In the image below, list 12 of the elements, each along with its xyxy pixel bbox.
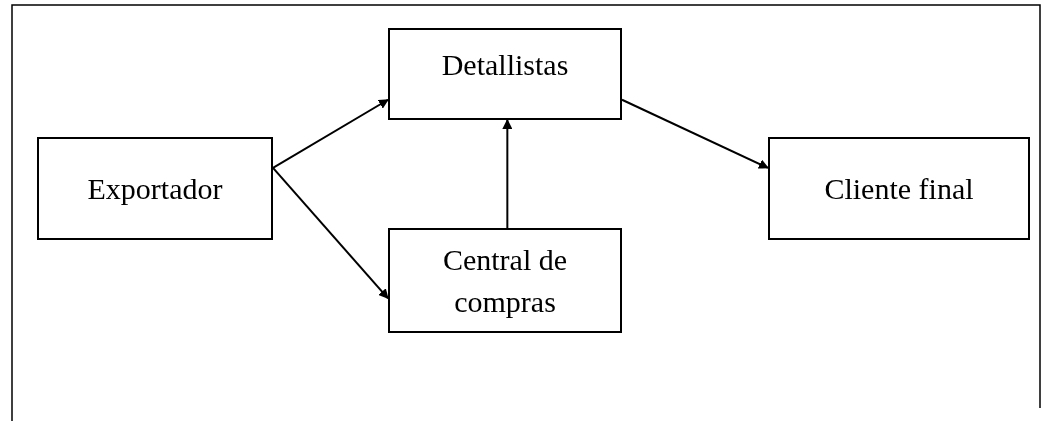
process-box — [768, 137, 1030, 240]
arrow — [502, 119, 513, 229]
process-box — [37, 137, 273, 240]
box-label: Cliente final — [823, 170, 975, 207]
process-box — [388, 228, 622, 333]
box-label: Central de compras — [441, 241, 569, 320]
box-label: Detallistas — [440, 47, 570, 83]
arrow — [621, 98, 769, 169]
process-box — [388, 28, 622, 120]
arrow — [272, 166, 389, 300]
arrow — [272, 98, 389, 169]
box-label: Exportador — [86, 170, 224, 207]
